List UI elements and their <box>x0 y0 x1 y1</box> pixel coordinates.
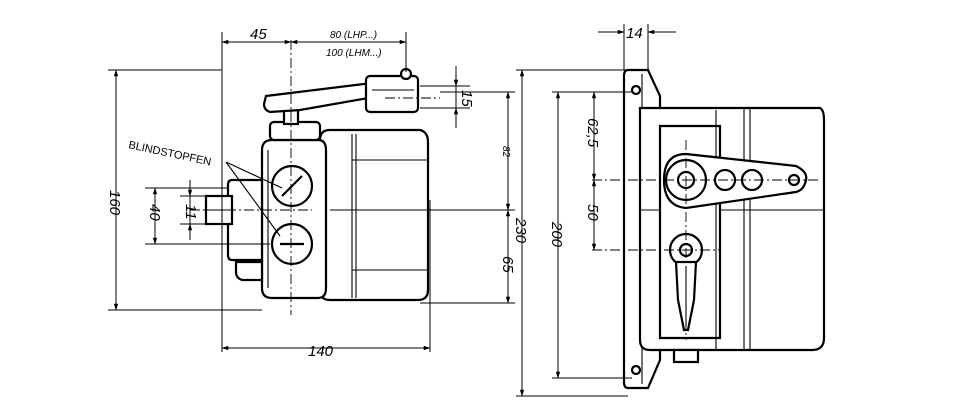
side-view: 230 200 62,5 50 14 <box>512 24 826 397</box>
blindstopfen-label: BLINDSTOPFEN <box>127 139 212 168</box>
dim-160-label: 160 <box>106 190 123 216</box>
dim-15-label: 15 <box>458 90 475 107</box>
dim-14-label: 14 <box>626 25 643 42</box>
front-view: BLINDSTOPFEN 45 80 (LHP...) <box>106 26 516 360</box>
dim-65-label: 65 <box>499 256 516 273</box>
dim-82-label: 82 <box>500 146 511 158</box>
blindstopfen-leader-2 <box>225 161 281 237</box>
mount-hole-bottom <box>630 364 642 376</box>
dim-100-label: 100 (LHM...) <box>326 48 382 59</box>
lever-fork <box>364 74 420 114</box>
front-flange <box>226 178 264 262</box>
plug-slot-top <box>281 175 303 197</box>
side-conduit <box>672 348 700 364</box>
dim-50-label: 50 <box>584 204 601 221</box>
front-cover <box>260 138 328 300</box>
dim-80-label: 80 (LHP...) <box>330 30 377 41</box>
mount-hole-top <box>630 84 642 96</box>
actuating-lever <box>262 80 382 114</box>
dim-230-label: 230 <box>512 217 529 244</box>
front-flange-lower <box>234 260 264 282</box>
dim-62-5-label: 62,5 <box>584 118 601 148</box>
dim-45-label: 45 <box>250 26 267 43</box>
dim-200-label: 200 <box>548 221 565 248</box>
dim-11-label: 11 <box>182 204 199 220</box>
front-housing <box>318 128 430 302</box>
dim-140-label: 140 <box>308 343 334 360</box>
blindstopfen-leader-1 <box>225 161 283 189</box>
dim-40-label: 40 <box>146 204 163 221</box>
